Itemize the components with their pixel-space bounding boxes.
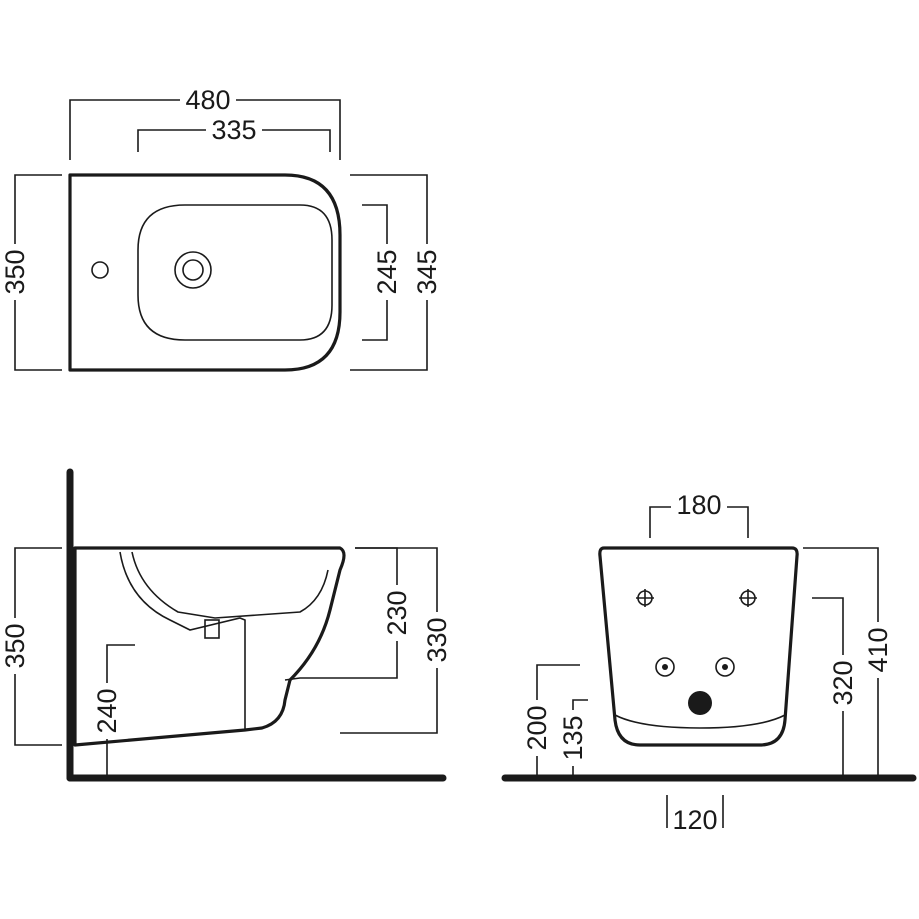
bolt-right-icon	[739, 589, 757, 607]
basin-outline	[137, 204, 333, 341]
dim-320: 320	[828, 660, 858, 705]
inlet-right	[715, 657, 735, 677]
dim-330: 330	[422, 617, 452, 662]
dim-230: 230	[382, 590, 412, 635]
dim-345: 345	[412, 249, 442, 294]
outlet-hole	[688, 691, 712, 715]
dim-200: 200	[522, 705, 552, 750]
dim-120: 120	[672, 805, 717, 835]
side-view-outline	[73, 546, 346, 747]
front-view: 180 410 320 200 135 120	[501, 490, 917, 835]
dim-135: 135	[558, 715, 588, 760]
dim-350-top: 350	[0, 249, 30, 294]
dim-350-side: 350	[0, 623, 30, 668]
top-view-outline	[68, 173, 342, 372]
dim-240: 240	[92, 688, 122, 733]
dim-180: 180	[676, 490, 721, 520]
drain-inner	[182, 259, 204, 281]
dim-245: 245	[372, 249, 402, 294]
front-view-outline	[598, 546, 799, 747]
tap-hole	[91, 261, 109, 279]
top-view: 480 335 350 245 345	[0, 85, 442, 372]
inlet-left	[655, 657, 675, 677]
dim-335: 335	[211, 115, 256, 145]
drain-icon	[174, 251, 212, 289]
dim-410: 410	[863, 627, 893, 672]
side-view: 350 240 230 330	[0, 468, 452, 782]
bolt-left-icon	[636, 589, 654, 607]
dim-480: 480	[185, 85, 230, 115]
